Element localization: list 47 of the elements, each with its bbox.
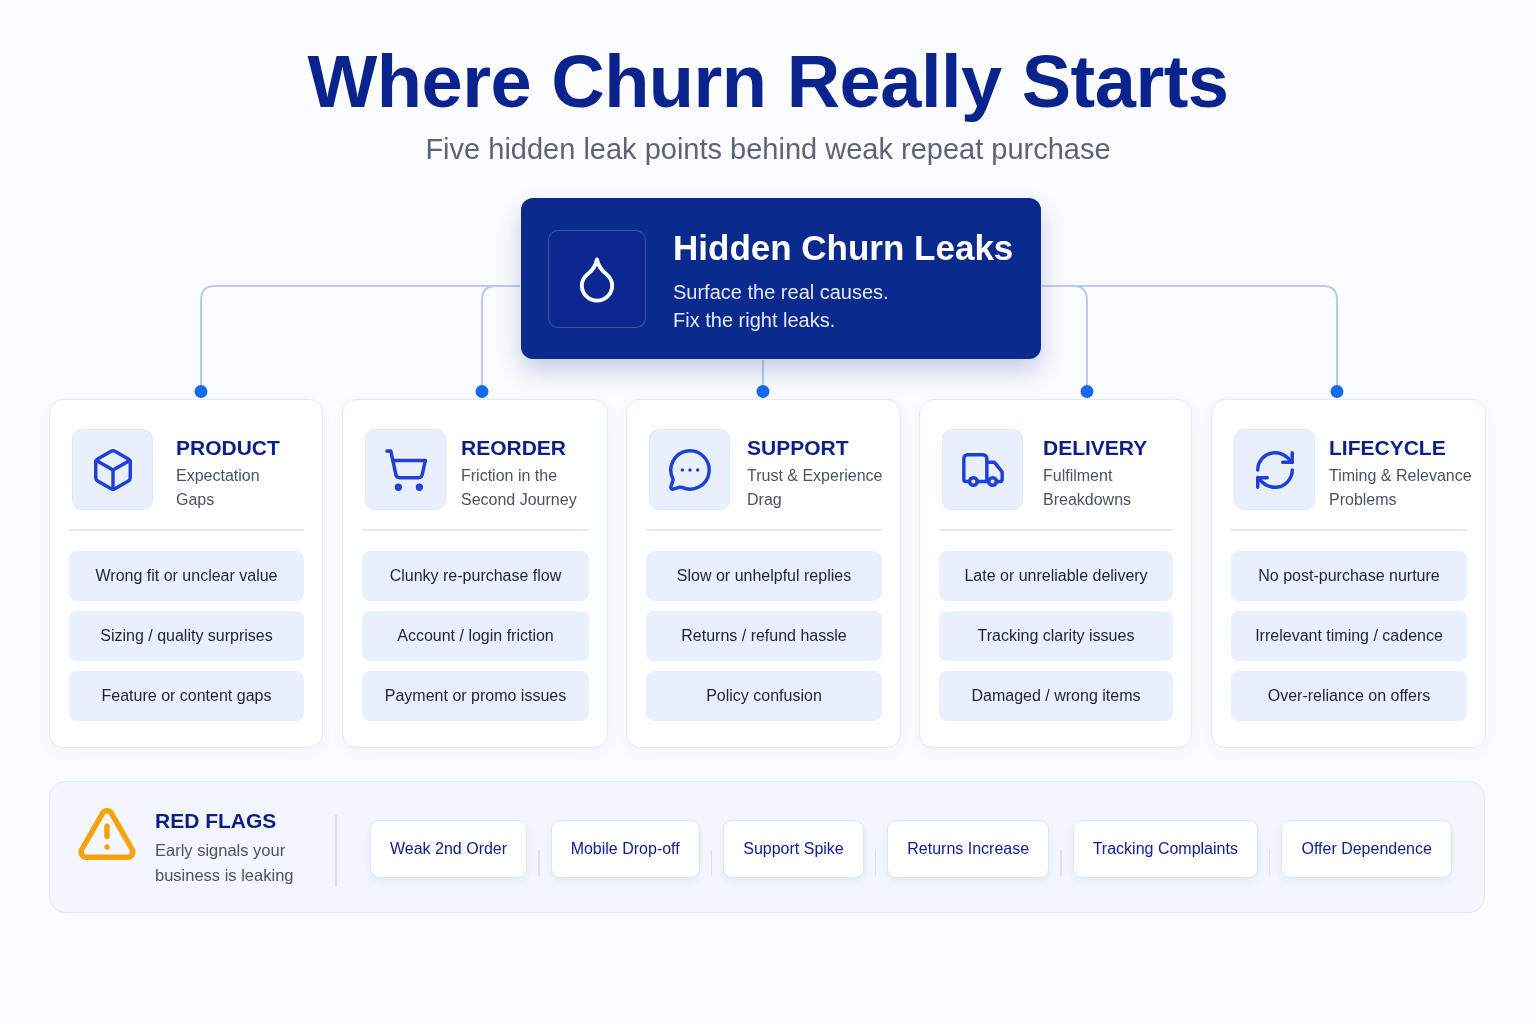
panel-heading: RED FLAGS: [155, 808, 277, 834]
issue-chip: No post-purchase nurture: [1231, 551, 1467, 601]
signals-panel: [49, 781, 1485, 913]
subtitle: Five hidden leak points behind weak repeat purchase: [425, 132, 1111, 167]
hub-text: Surface the real causes.: [673, 280, 889, 305]
signal-chip: Weak 2nd Order: [370, 820, 528, 878]
issue-chip: Tracking clarity issues: [939, 611, 1173, 661]
panel-text: Early signals your business is leaking: [155, 840, 295, 886]
category-heading: PRODUCT: [176, 435, 280, 461]
issue-chip: Payment or promo issues: [362, 671, 589, 721]
issue-chip: Wrong fit or unclear value: [69, 551, 304, 601]
issue-chip: Feature or content gaps: [69, 671, 304, 721]
issue-chip: Clunky re-purchase flow: [362, 551, 589, 601]
issue-chip: Damaged / wrong items: [939, 671, 1173, 721]
category-heading: SUPPORT: [747, 435, 849, 461]
signal-chip: Returns Increase: [887, 820, 1050, 878]
category-heading: DELIVERY: [1043, 435, 1148, 461]
category-subheading: Friction in the Second Journey: [461, 466, 578, 510]
category-subheading: Trust & Experience Drag: [747, 466, 884, 510]
category-card: [626, 399, 901, 748]
category-subheading: Timing & Relevance Problems: [1329, 466, 1473, 510]
title: Where Churn Really Starts: [307, 39, 1229, 125]
issue-chip: Account / login friction: [362, 611, 589, 661]
category-card: [49, 399, 323, 748]
issue-chip: Late or unreliable delivery: [939, 551, 1173, 601]
category-heading: REORDER: [461, 435, 566, 461]
category-subheading: Fulfilment Breakdowns: [1043, 466, 1133, 510]
issue-chip: Policy confusion: [646, 671, 882, 721]
hub-title: Hidden Churn Leaks: [673, 227, 1014, 269]
issue-chip: Over-reliance on offers: [1231, 671, 1467, 721]
signal-chip: Offer Dependence: [1281, 820, 1452, 878]
category-card: [919, 399, 1192, 748]
signal-chip: Support Spike: [723, 820, 864, 878]
connector: [475, 285, 521, 399]
category-card: [342, 399, 608, 748]
category-card: [1211, 399, 1486, 748]
hub-panel: [521, 198, 1041, 359]
category-subheading: Expectation Gaps: [176, 466, 261, 510]
signal-chip: Tracking Complaints: [1072, 820, 1258, 878]
issue-chip: Irrelevant timing / cadence: [1231, 611, 1467, 661]
category-heading: LIFECYCLE: [1329, 435, 1446, 461]
signal-chip: Mobile Drop-off: [550, 820, 700, 878]
issue-chip: Sizing / quality surprises: [69, 611, 304, 661]
hub-text: Fix the right leaks.: [673, 308, 836, 333]
connector: [756, 359, 770, 399]
issue-chip: Returns / refund hassle: [646, 611, 882, 661]
issue-chip: Slow or unhelpful replies: [646, 551, 882, 601]
